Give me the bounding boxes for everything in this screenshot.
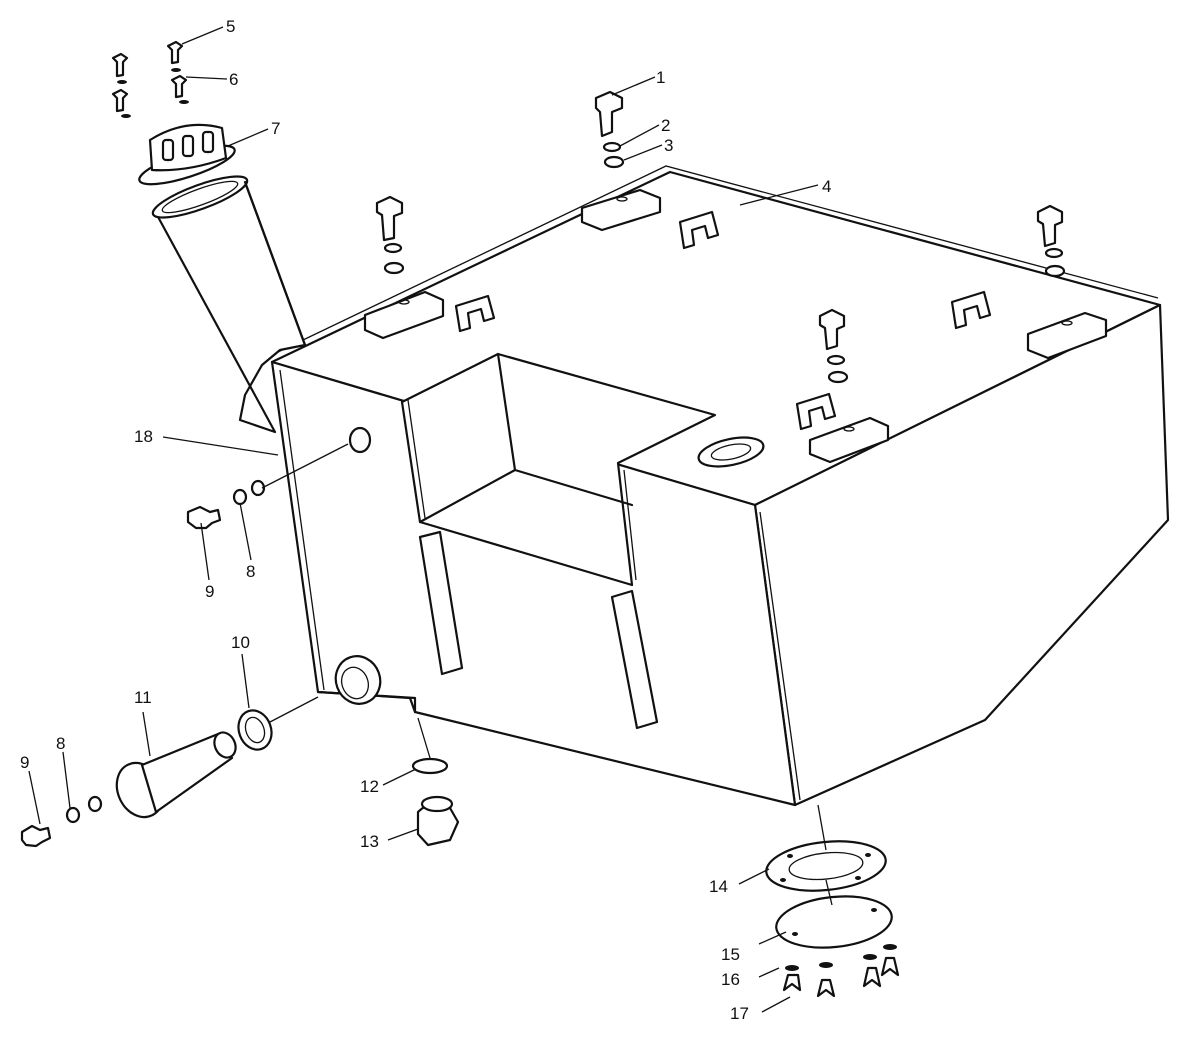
callout-8: 8 (246, 562, 255, 581)
outlet-port (334, 426, 382, 705)
callout-11: 11 (134, 688, 152, 707)
callout-13: 13 (360, 832, 379, 851)
lifting-eyes (454, 210, 992, 431)
callout-8-lower: 8 (56, 734, 65, 753)
drain-plug (411, 757, 460, 847)
front-straps (418, 530, 659, 730)
callout-1: 1 (656, 68, 665, 87)
callout-15: 15 (721, 945, 740, 964)
fuel-tank-body (270, 165, 1170, 807)
callout-17: 17 (730, 1004, 749, 1023)
callout-16: 16 (721, 970, 740, 989)
callout-6: 6 (229, 70, 238, 89)
callout-4: 4 (822, 177, 831, 196)
callout-3: 3 (664, 136, 673, 155)
bottom-cover-assembly (765, 840, 900, 998)
callout-7: 7 (271, 119, 280, 138)
callout-9-lower: 9 (20, 753, 29, 772)
callout-18: 18 (134, 427, 153, 446)
callout-14: 14 (709, 877, 728, 896)
filler-neck (138, 123, 307, 434)
top-bolts (111, 40, 1066, 384)
callout-2: 2 (661, 116, 670, 135)
left-fittings (20, 479, 273, 848)
callout-12: 12 (360, 777, 379, 796)
callout-10: 10 (231, 633, 250, 652)
leader-lines (28, 26, 833, 1013)
sender-port (697, 436, 765, 468)
tank-recess (400, 352, 717, 587)
mounting-blocks (363, 188, 1108, 464)
callout-5: 5 (226, 17, 235, 36)
callout-labels: 1 2 3 4 5 6 7 8 9 10 11 12 13 14 15 16 1… (20, 17, 831, 1023)
callout-9: 9 (205, 582, 214, 601)
